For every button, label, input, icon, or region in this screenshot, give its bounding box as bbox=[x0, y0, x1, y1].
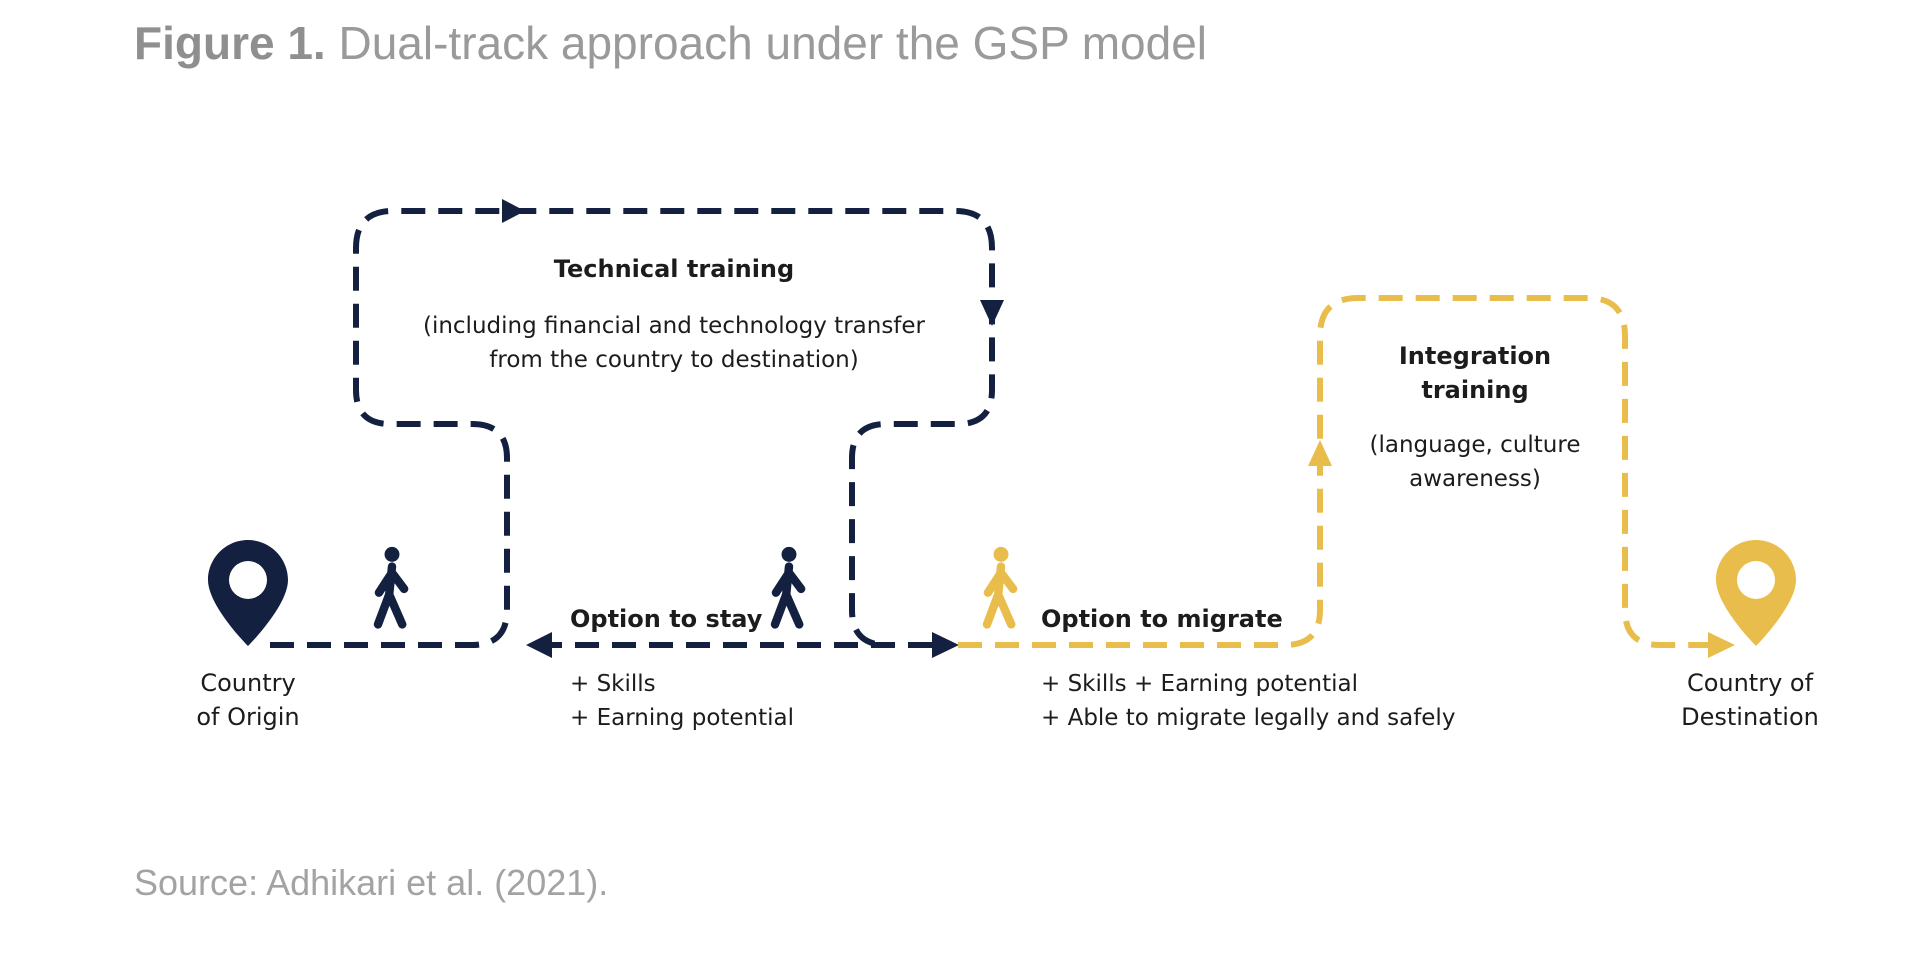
arrow-right-icon bbox=[932, 632, 959, 658]
integration-training-track bbox=[958, 295, 1712, 648]
arrow-down-icon bbox=[980, 300, 1004, 326]
option-stay-line-1: + Skills bbox=[570, 671, 656, 697]
technical-training-track bbox=[270, 208, 995, 648]
technical-training-title: Technical training bbox=[554, 255, 794, 283]
walking-person-icon bbox=[775, 547, 801, 624]
option-migrate-line-2: + Able to migrate legally and safely bbox=[1041, 705, 1455, 731]
option-migrate-title: Option to migrate bbox=[1041, 605, 1283, 633]
integration-training-title-1: Integration bbox=[1399, 342, 1551, 370]
walking-person-icon bbox=[987, 547, 1013, 624]
figure-label: Figure 1. bbox=[134, 17, 326, 69]
destination-label-2: Destination bbox=[1681, 703, 1819, 731]
figure-title: Figure 1. Dual-track approach under the … bbox=[134, 16, 1207, 70]
option-stay-title: Option to stay bbox=[570, 605, 763, 633]
option-migrate-line-1: + Skills + Earning potential bbox=[1041, 671, 1358, 697]
technical-training-subtitle-1: (including financial and technology tran… bbox=[423, 313, 926, 339]
integration-training-title-2: training bbox=[1421, 376, 1528, 404]
arrow-up-icon bbox=[1308, 440, 1332, 466]
technical-training-subtitle-2: from the country to destination) bbox=[489, 347, 858, 373]
arrow-right-icon bbox=[502, 199, 525, 223]
walking-person-icon bbox=[378, 547, 404, 624]
integration-training-subtitle-1: (language, culture bbox=[1370, 432, 1581, 458]
figure-title-text: Dual-track approach under the GSP model bbox=[338, 17, 1208, 69]
destination-label-1: Country of bbox=[1687, 669, 1814, 697]
source-note: Source: Adhikari et al. (2021). bbox=[134, 862, 609, 903]
option-stay-line-2: + Earning potential bbox=[570, 705, 794, 731]
arrow-right-icon bbox=[1708, 632, 1735, 658]
origin-label-1: Country bbox=[200, 669, 295, 697]
integration-training-subtitle-2: awareness) bbox=[1409, 466, 1541, 492]
arrow-left-icon bbox=[526, 632, 552, 658]
destination-pin-icon bbox=[1716, 540, 1796, 646]
origin-label-2: of Origin bbox=[196, 703, 299, 731]
origin-pin-icon bbox=[208, 540, 288, 646]
